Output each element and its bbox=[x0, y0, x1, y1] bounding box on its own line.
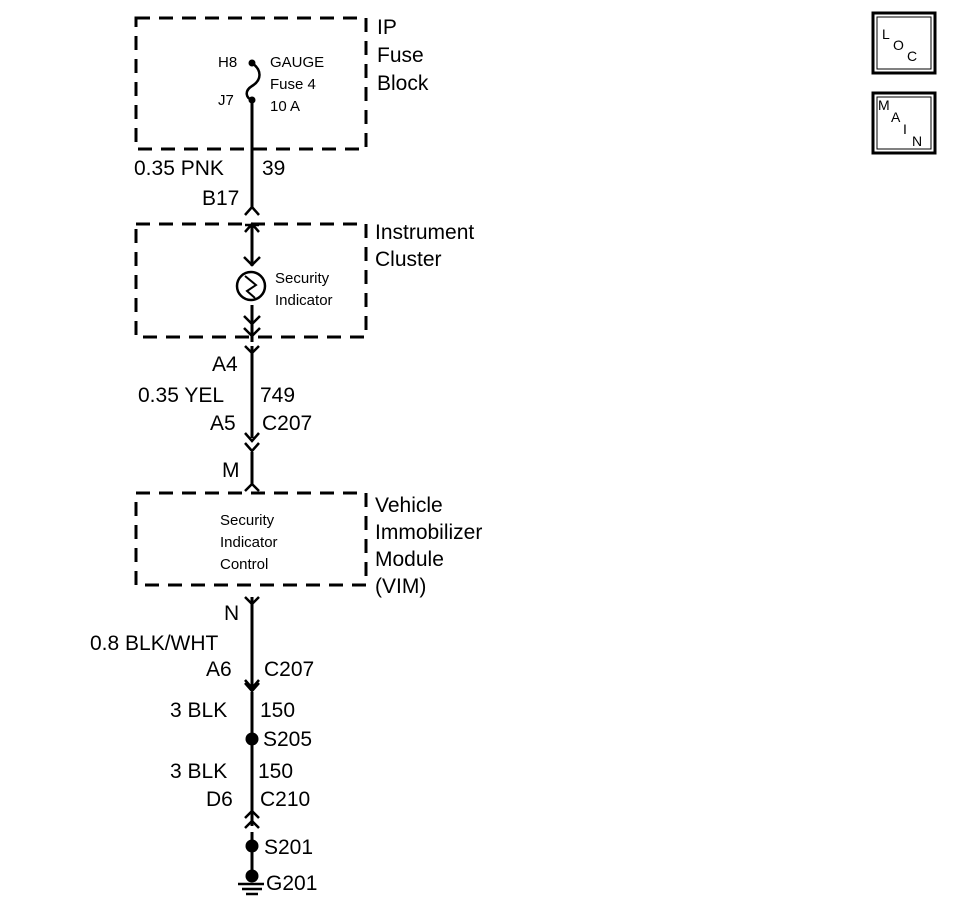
vim-element-line3: Control bbox=[220, 556, 268, 573]
wire5-gauge-color: 3 BLK bbox=[170, 760, 227, 783]
connector-c207-top: C207 bbox=[262, 412, 312, 435]
fuse-label-line2: Fuse 4 bbox=[270, 76, 316, 93]
connector-m: M bbox=[222, 459, 240, 482]
loc-button[interactable]: L O C bbox=[871, 11, 937, 75]
main-letter-i: I bbox=[903, 121, 907, 137]
wire3-gauge-color: 0.8 BLK/WHT bbox=[90, 632, 219, 655]
vim-element-line2: Indicator bbox=[220, 534, 278, 551]
cluster-label-line2: Cluster bbox=[375, 248, 442, 271]
vim-label-line4: (VIM) bbox=[375, 575, 426, 598]
fuse-block-outline bbox=[134, 16, 368, 151]
connector-c207-top-symbol bbox=[244, 432, 260, 453]
loc-letter-o: O bbox=[893, 37, 904, 53]
connector-a5: A5 bbox=[210, 412, 236, 435]
splice-s205-dot bbox=[245, 732, 259, 746]
main-letter-n: N bbox=[912, 133, 922, 149]
connector-a4: A4 bbox=[212, 353, 238, 376]
main-letter-a: A bbox=[891, 109, 901, 125]
wire4-circuit: 150 bbox=[260, 699, 295, 722]
cluster-element-line1: Security bbox=[275, 270, 330, 287]
fuse-symbol bbox=[245, 59, 261, 104]
wire1-circuit: 39 bbox=[262, 157, 285, 180]
security-indicator-lamp-icon bbox=[235, 256, 267, 338]
ground-icon bbox=[238, 869, 264, 896]
vehicle-immobilizer-module: Vehicle Immobilizer Module (VIM) Securit… bbox=[134, 491, 482, 598]
main-letter-m: M bbox=[878, 97, 890, 113]
main-button[interactable]: M A I N bbox=[871, 91, 937, 155]
splice-s201-dot bbox=[245, 839, 259, 853]
wire5-circuit: 150 bbox=[258, 760, 293, 783]
fuse-label-line1: GAUGE bbox=[270, 54, 324, 71]
connector-c210-symbol bbox=[244, 809, 260, 829]
vim-label-line1: Vehicle bbox=[375, 494, 443, 517]
wire2-circuit: 749 bbox=[260, 384, 295, 407]
splice-s201: S201 bbox=[264, 836, 313, 859]
wire4-gauge-color: 3 BLK bbox=[170, 699, 227, 722]
fuse-pin-h8: H8 bbox=[218, 54, 237, 71]
fuse-block-label-line2: Fuse bbox=[377, 44, 424, 67]
connector-a4-symbol bbox=[244, 345, 260, 355]
cluster-label-line1: Instrument bbox=[375, 221, 474, 244]
splice-s205: S205 bbox=[263, 728, 312, 751]
wire1-gauge-color: 0.35 PNK bbox=[134, 157, 224, 180]
ip-fuse-block: IP Fuse Block H8 J7 GAUGE Fuse 4 10 A bbox=[134, 16, 429, 151]
connector-n-symbol bbox=[244, 596, 260, 606]
instrument-cluster: Instrument Cluster Security Indicator bbox=[134, 221, 474, 339]
connector-n: N bbox=[224, 602, 239, 625]
connector-c207-bottom-symbol bbox=[244, 679, 260, 693]
loc-letter-c: C bbox=[907, 48, 917, 64]
connector-m-symbol bbox=[244, 482, 260, 492]
ground-g201: G201 bbox=[266, 872, 317, 895]
vim-outline bbox=[134, 491, 368, 587]
fuse-pin-j7: J7 bbox=[218, 92, 234, 109]
fuse-block-label-line1: IP bbox=[377, 16, 397, 39]
connector-c210: C210 bbox=[260, 788, 310, 811]
connector-c207-bottom: C207 bbox=[264, 658, 314, 681]
vim-label-line3: Module bbox=[375, 548, 444, 571]
connector-b17: B17 bbox=[202, 187, 239, 210]
vim-label-line2: Immobilizer bbox=[375, 521, 482, 544]
fuse-block-label-line3: Block bbox=[377, 72, 429, 95]
wire2-gauge-color: 0.35 YEL bbox=[138, 384, 224, 407]
cluster-element-line2: Indicator bbox=[275, 292, 333, 309]
vim-element-line1: Security bbox=[220, 512, 275, 529]
connector-a6: A6 bbox=[206, 658, 232, 681]
connector-d6: D6 bbox=[206, 788, 233, 811]
loc-letter-l: L bbox=[882, 26, 890, 42]
fuse-label-line3: 10 A bbox=[270, 98, 300, 115]
cluster-outline bbox=[134, 222, 368, 339]
